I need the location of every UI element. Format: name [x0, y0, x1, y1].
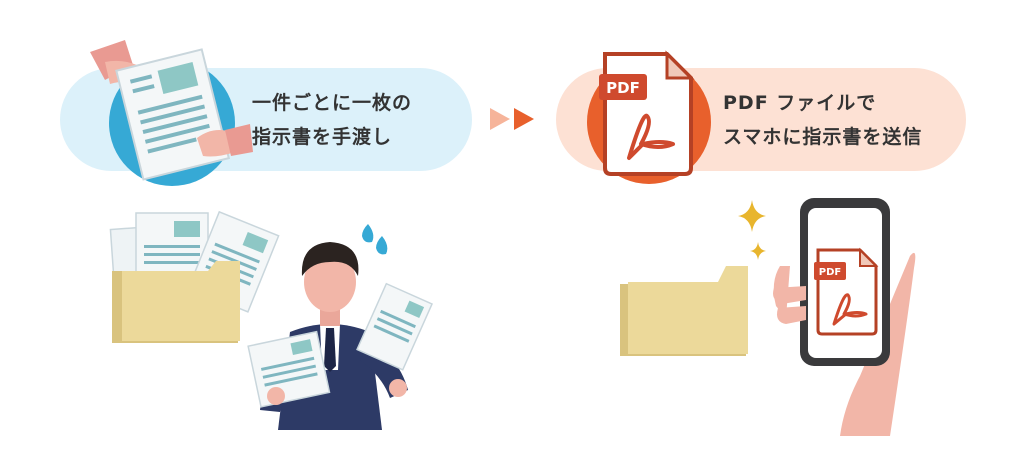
step-handover-caption: 一件ごとに一枚の 指示書を手渡し: [252, 86, 412, 154]
pdf-badge: PDF: [606, 79, 640, 97]
left-hand: [267, 387, 285, 405]
finger-1: [773, 286, 806, 304]
caption-line-1: 一件ごとに一枚の: [252, 92, 413, 114]
hair: [301, 242, 359, 276]
right-hand: [389, 379, 407, 397]
caption-line-1: PDF ファイルで: [723, 92, 877, 114]
caption-line-2: スマホに指示書を送信: [723, 126, 923, 148]
step-pdf-caption: PDF ファイルで スマホに指示書を送信: [723, 86, 922, 154]
empty-folder: [620, 266, 748, 356]
finger-2: [777, 306, 806, 324]
sweat-drop-icon: [362, 224, 388, 255]
screen-pdf-icon: PDF: [814, 247, 879, 336]
double-play-arrow-icon: [490, 108, 534, 130]
face: [304, 252, 356, 312]
screen-pdf-badge: PDF: [819, 267, 841, 278]
acrobat-swirl: [627, 113, 675, 160]
paper-stack-folder: [109, 210, 280, 343]
bottom-hand: [197, 130, 235, 157]
pdf-file-icon: PDF: [599, 50, 695, 176]
bottom-hand-sleeve: [225, 124, 253, 156]
hand-document-illustration: [90, 40, 253, 186]
pdf-circle-illustration: PDF: [587, 50, 711, 184]
tie: [324, 328, 336, 372]
phone-notch: [832, 202, 858, 208]
neck: [320, 308, 340, 326]
sparkle-icon: [738, 200, 766, 260]
worried-man-illustration: [247, 224, 434, 430]
held-paper-right: [356, 282, 434, 371]
smartphone-in-hand: PDF: [773, 198, 916, 436]
folder: [112, 261, 240, 343]
held-paper-left: [247, 330, 331, 408]
caption-line-2: 指示書を手渡し: [252, 126, 393, 148]
